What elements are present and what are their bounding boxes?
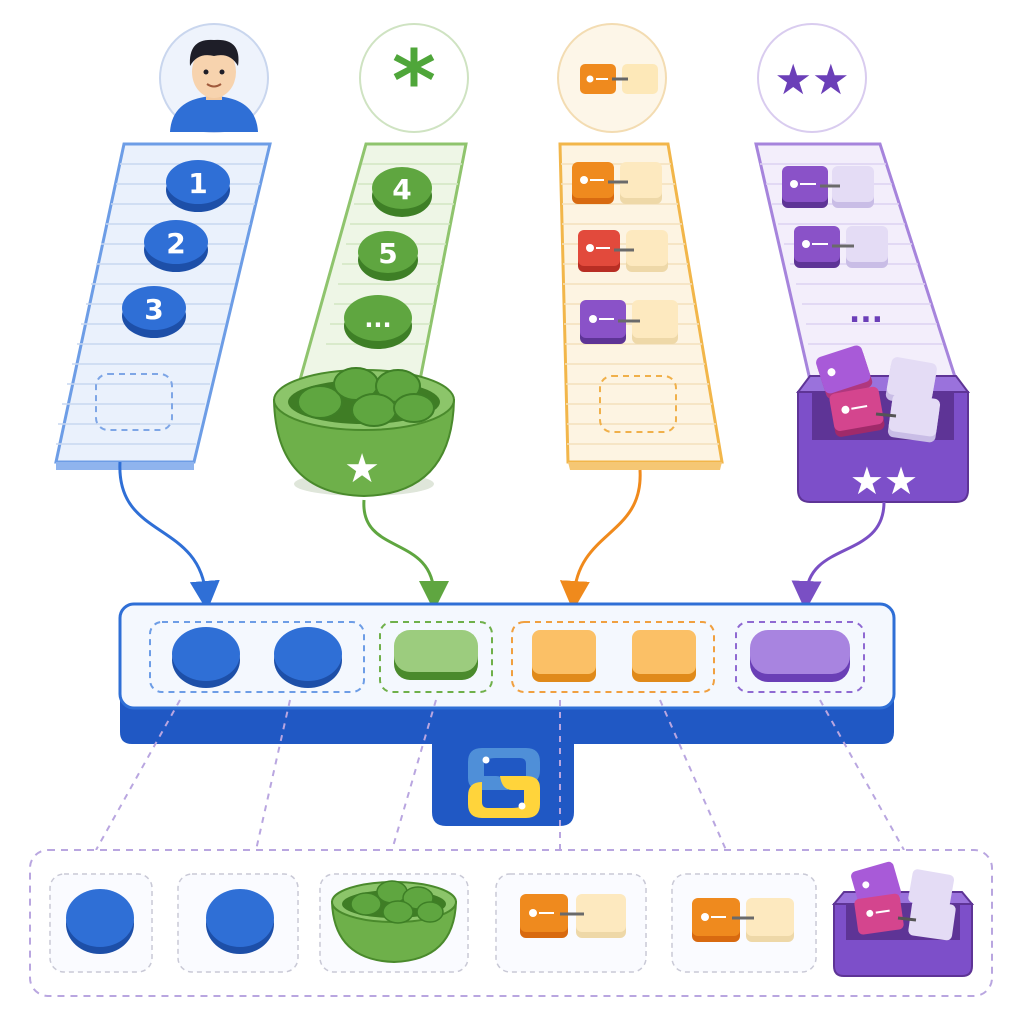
slot-var-keyword <box>750 630 850 682</box>
empty-slot <box>599 375 677 433</box>
result-positional-token <box>206 889 274 954</box>
double-star-box-icon: ★★ <box>796 345 970 503</box>
group-keyword <box>511 621 715 693</box>
box-stars: ★★ <box>850 459 918 503</box>
badge-positional <box>159 23 269 133</box>
token-2: 2 <box>144 220 208 272</box>
token-1: 1 <box>166 160 230 212</box>
function-signature-bar <box>118 602 896 826</box>
result-var-keyword-box <box>831 861 975 977</box>
result-keyword-tag <box>692 898 794 942</box>
ellipsis-label: ... <box>849 295 883 330</box>
result-positional-token <box>66 889 134 954</box>
token-label: ... <box>364 305 391 333</box>
kv-tag-red <box>578 230 668 272</box>
track-positional: 1 2 3 <box>54 142 272 470</box>
slot-keyword <box>532 630 596 682</box>
group-var-positional <box>379 621 493 693</box>
kv-tag-violet <box>782 166 874 208</box>
kv-tag-violet <box>794 226 888 268</box>
person-avatar-icon <box>170 39 258 132</box>
badge-var-positional: * <box>359 23 469 133</box>
token-ellipsis: ... <box>344 295 412 349</box>
star-bowl-icon: ★ <box>272 367 456 498</box>
result-keyword-tag <box>520 894 626 938</box>
badge-var-keyword: ★★ <box>757 23 867 133</box>
track-var-positional: 4 5 ... ★ <box>272 142 468 498</box>
slot-keyword <box>632 630 696 682</box>
token-label: 3 <box>144 293 163 326</box>
token-label: 2 <box>166 227 185 260</box>
arrow-var-keyword <box>791 501 886 611</box>
token-label: 5 <box>378 237 397 270</box>
asterisk-icon: * <box>392 32 436 130</box>
result-var-positional-bowl <box>330 880 458 964</box>
slot-positional <box>172 627 240 688</box>
badge-keyword <box>557 23 667 133</box>
token-label: 4 <box>392 173 411 206</box>
arrow-positional <box>118 461 220 611</box>
arrow-var-positional <box>362 499 449 611</box>
token-label: 1 <box>188 167 207 200</box>
group-positional <box>149 621 365 693</box>
kv-tag-purple <box>580 300 678 344</box>
slot-positional <box>274 627 342 688</box>
track-keyword <box>558 142 724 470</box>
arrow-keyword <box>559 469 642 611</box>
track-var-keyword: ... ★★ <box>754 142 970 503</box>
double-star-icon: ★★ <box>774 55 849 104</box>
python-logo-icon <box>432 744 574 826</box>
group-var-keyword <box>735 621 865 693</box>
bowl-star: ★ <box>344 446 380 492</box>
token-5: 5 <box>358 231 418 281</box>
result-row <box>29 849 993 997</box>
empty-slot <box>95 373 173 431</box>
connector-lines <box>95 699 905 851</box>
kv-tag-orange <box>572 162 662 204</box>
key-value-tag-icon <box>580 64 658 94</box>
token-3: 3 <box>122 286 186 338</box>
token-4: 4 <box>372 167 432 217</box>
slot-var-positional <box>394 630 478 680</box>
